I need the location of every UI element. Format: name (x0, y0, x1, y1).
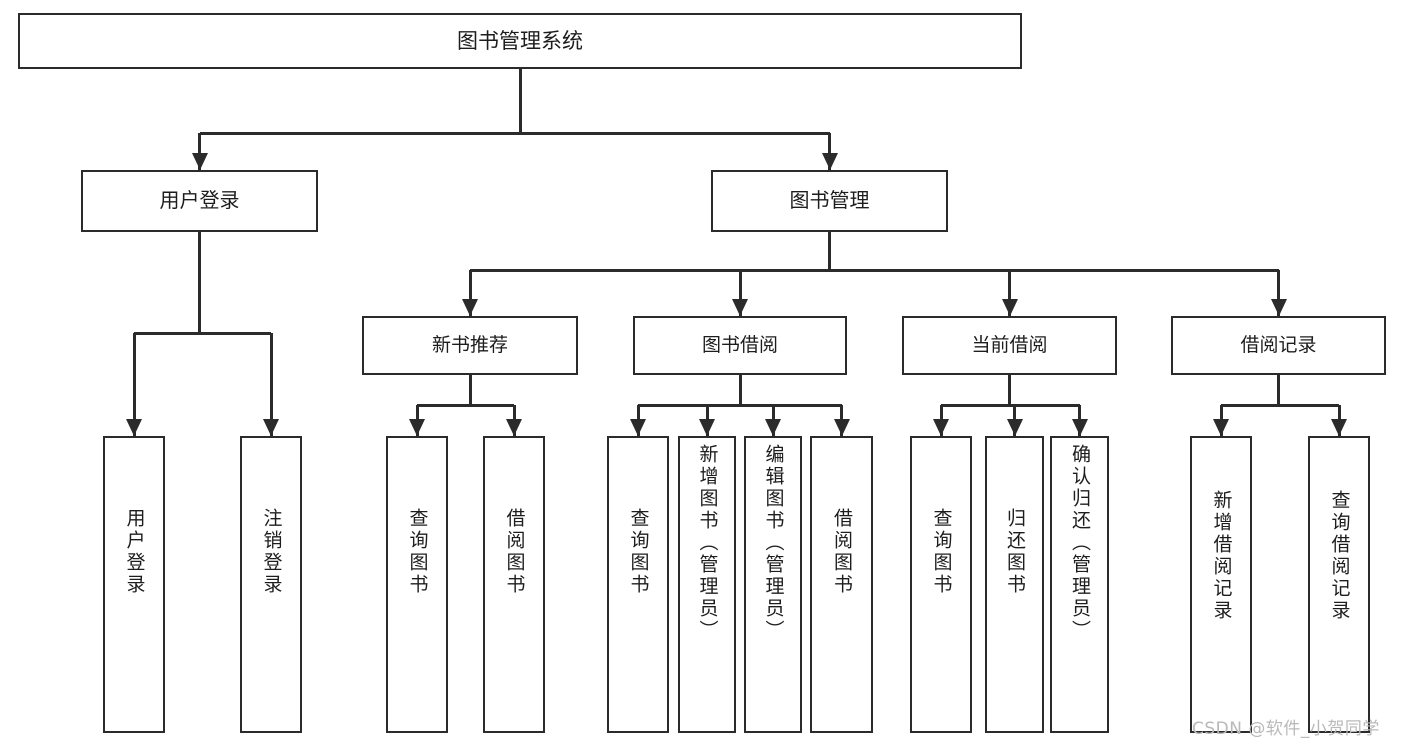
connector-line-vertical (1277, 375, 1280, 405)
node-label: 注销登录 (260, 508, 283, 596)
connector-line-vertical (1277, 270, 1280, 316)
node-label: 用户登录 (159, 188, 240, 213)
node-label: 借阅图书 (831, 508, 853, 596)
connector-line-horizontal (470, 268, 1279, 272)
node-label: 查询图书 (930, 508, 953, 596)
node-leaf-user-logout[interactable]: 注销登录 (240, 436, 302, 733)
node-leaf-return-book[interactable]: 归还图书 (985, 436, 1044, 733)
connector-arrowhead (821, 153, 838, 170)
node-book-manage[interactable]: 图书管理 (711, 170, 948, 232)
node-leaf-query-book-2[interactable]: 查询图书 (607, 436, 669, 733)
connector-line-vertical (198, 232, 201, 333)
node-label: 新增借阅记录 (1210, 490, 1233, 622)
connector-arrowhead (933, 419, 949, 436)
connector-line-vertical (132, 333, 136, 436)
connector-line-vertical (738, 270, 742, 316)
node-label: 查询图书 (406, 508, 429, 596)
connector-arrowhead (1071, 419, 1088, 436)
connector-line-vertical (1008, 375, 1011, 405)
connector-arrowhead (191, 153, 208, 170)
node-leaf-user-login[interactable]: 用户登录 (103, 436, 165, 733)
connector-line-horizontal (134, 331, 271, 335)
connector-arrowhead (833, 419, 850, 436)
connector-arrowhead (1213, 419, 1229, 436)
connector-line-horizontal (638, 403, 842, 407)
node-book-borrow[interactable]: 图书借阅 (633, 316, 847, 375)
node-label: 图书管理 (789, 188, 870, 213)
node-new-book-rec[interactable]: 新书推荐 (362, 316, 578, 375)
node-root-system[interactable]: 图书管理系统 (18, 13, 1022, 69)
connector-arrowhead (1006, 419, 1023, 436)
node-label: 图书管理系统 (457, 28, 583, 53)
connector-line-horizontal (199, 131, 830, 135)
node-leaf-confirm-return[interactable]: 确认归还（管理员） (1050, 436, 1109, 733)
node-current-borrow[interactable]: 当前借阅 (902, 316, 1117, 375)
connector-arrowhead (1331, 419, 1347, 436)
node-label: 当前借阅 (971, 334, 1048, 357)
connector-arrowhead (732, 299, 748, 316)
connector-line-vertical (738, 375, 742, 405)
node-label: 新增图书（管理员） (696, 444, 719, 642)
node-leaf-edit-book[interactable]: 编辑图书（管理员） (744, 436, 802, 733)
node-label: 新书推荐 (431, 334, 508, 357)
node-label: 借阅记录 (1240, 334, 1317, 357)
connector-line-vertical (269, 333, 273, 436)
connector-line-vertical (828, 133, 831, 170)
node-label: 图书借阅 (701, 334, 778, 357)
connector-line-vertical (468, 375, 472, 405)
connector-line-horizontal (941, 403, 1080, 407)
node-leaf-query-record[interactable]: 查询借阅记录 (1308, 436, 1370, 733)
node-borrow-record[interactable]: 借阅记录 (1171, 316, 1386, 375)
node-leaf-query-book-3[interactable]: 查询图书 (910, 436, 972, 733)
connector-arrowhead (1001, 299, 1018, 316)
node-label: 归还图书 (1004, 508, 1026, 596)
node-label: 查询借阅记录 (1328, 490, 1351, 622)
connector-arrowhead (506, 419, 522, 436)
connector-arrowhead (263, 419, 279, 436)
connector-line-vertical (828, 232, 831, 270)
node-label: 确认归还（管理员） (1069, 444, 1091, 642)
connector-arrowhead (126, 419, 142, 436)
node-label: 用户登录 (123, 508, 146, 596)
node-leaf-borrow-book-1[interactable]: 借阅图书 (483, 436, 545, 733)
connector-arrowhead (765, 419, 781, 436)
connector-line-vertical (198, 133, 201, 170)
connector-arrowhead (409, 419, 425, 436)
connector-line-horizontal (1221, 403, 1339, 407)
connector-line-horizontal (417, 403, 514, 407)
node-leaf-query-book-1[interactable]: 查询图书 (386, 436, 448, 733)
node-label: 查询图书 (627, 508, 650, 596)
connector-line-vertical (468, 270, 472, 316)
connector-arrowhead (699, 419, 715, 436)
connector-arrowhead (462, 299, 478, 316)
connector-line-vertical (518, 69, 522, 133)
node-leaf-add-record[interactable]: 新增借阅记录 (1190, 436, 1252, 733)
node-leaf-add-book[interactable]: 新增图书（管理员） (678, 436, 736, 733)
connector-arrowhead (630, 419, 646, 436)
node-leaf-borrow-book-2[interactable]: 借阅图书 (810, 436, 873, 733)
node-label: 借阅图书 (503, 508, 526, 596)
connector-line-vertical (1008, 270, 1011, 316)
node-label: 编辑图书（管理员） (762, 444, 785, 642)
connector-arrowhead (1270, 299, 1287, 316)
node-user-login[interactable]: 用户登录 (81, 170, 318, 232)
